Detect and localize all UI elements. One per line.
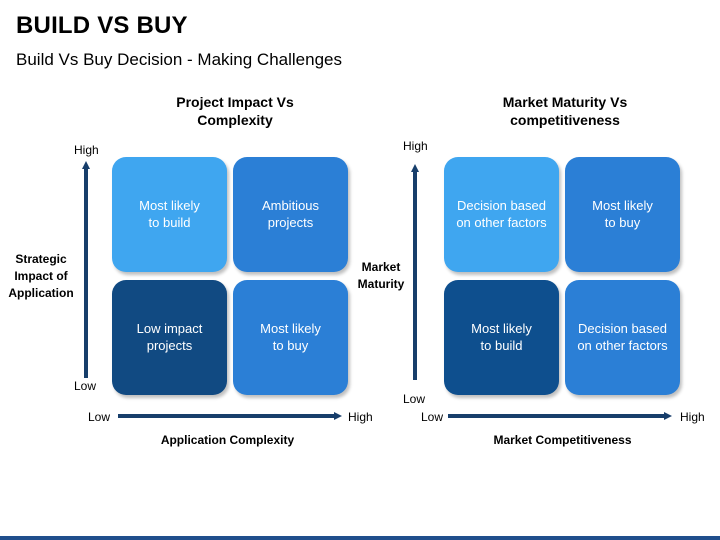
right-cell-bottom-right: Decision based on other factors: [565, 280, 680, 395]
right-cell-top-right: Most likely to buy: [565, 157, 680, 272]
right-cell-top-right-label: Most likely to buy: [592, 198, 653, 230]
right-y-high-label: High: [403, 139, 428, 153]
right-cell-bottom-left: Most likely to build: [444, 280, 559, 395]
right-y-axis-title: Market Maturity: [357, 260, 405, 291]
right-x-high-label: High: [680, 410, 705, 424]
page-subtitle: Build Vs Buy Decision - Making Challenge…: [16, 50, 342, 69]
left-cell-bottom-right-label: Most likely to buy: [260, 321, 321, 353]
right-cell-top-left-label: Decision based on other factors: [456, 198, 547, 230]
right-cell-top-left: Decision based on other factors: [444, 157, 559, 272]
left-cell-top-left-label: Most likely to build: [139, 198, 200, 230]
left-x-axis-title: Application Complexity: [160, 433, 295, 447]
right-x-axis-title: Market Competitiveness: [493, 433, 632, 447]
left-cell-top-left: Most likely to build: [112, 157, 227, 272]
left-x-high-label: High: [348, 410, 373, 424]
left-cell-top-right-label: Ambitious projects: [261, 198, 320, 230]
left-cell-top-right: Ambitious projects: [233, 157, 348, 272]
left-cell-bottom-left: Low impact projects: [112, 280, 227, 395]
right-x-low-label: Low: [421, 410, 444, 424]
left-cell-bottom-left-label: Low impact projects: [136, 321, 203, 353]
right-matrix-heading: Market Maturity Vs competitiveness: [502, 94, 628, 128]
right-cell-bottom-right-label: Decision based on other factors: [577, 321, 668, 353]
left-y-low-label: Low: [74, 379, 97, 393]
left-y-axis-title: Strategic Impact of Application: [8, 252, 74, 300]
page-title: BUILD VS BUY: [16, 12, 188, 39]
right-y-low-label: Low: [403, 392, 426, 406]
left-x-low-label: Low: [88, 410, 111, 424]
left-cell-bottom-right: Most likely to buy: [233, 280, 348, 395]
left-matrix-heading: Project Impact Vs Complexity: [176, 94, 294, 128]
left-y-high-label: High: [74, 143, 99, 157]
right-cell-bottom-left-label: Most likely to build: [471, 321, 532, 353]
bottom-accent-bar: [0, 536, 720, 540]
